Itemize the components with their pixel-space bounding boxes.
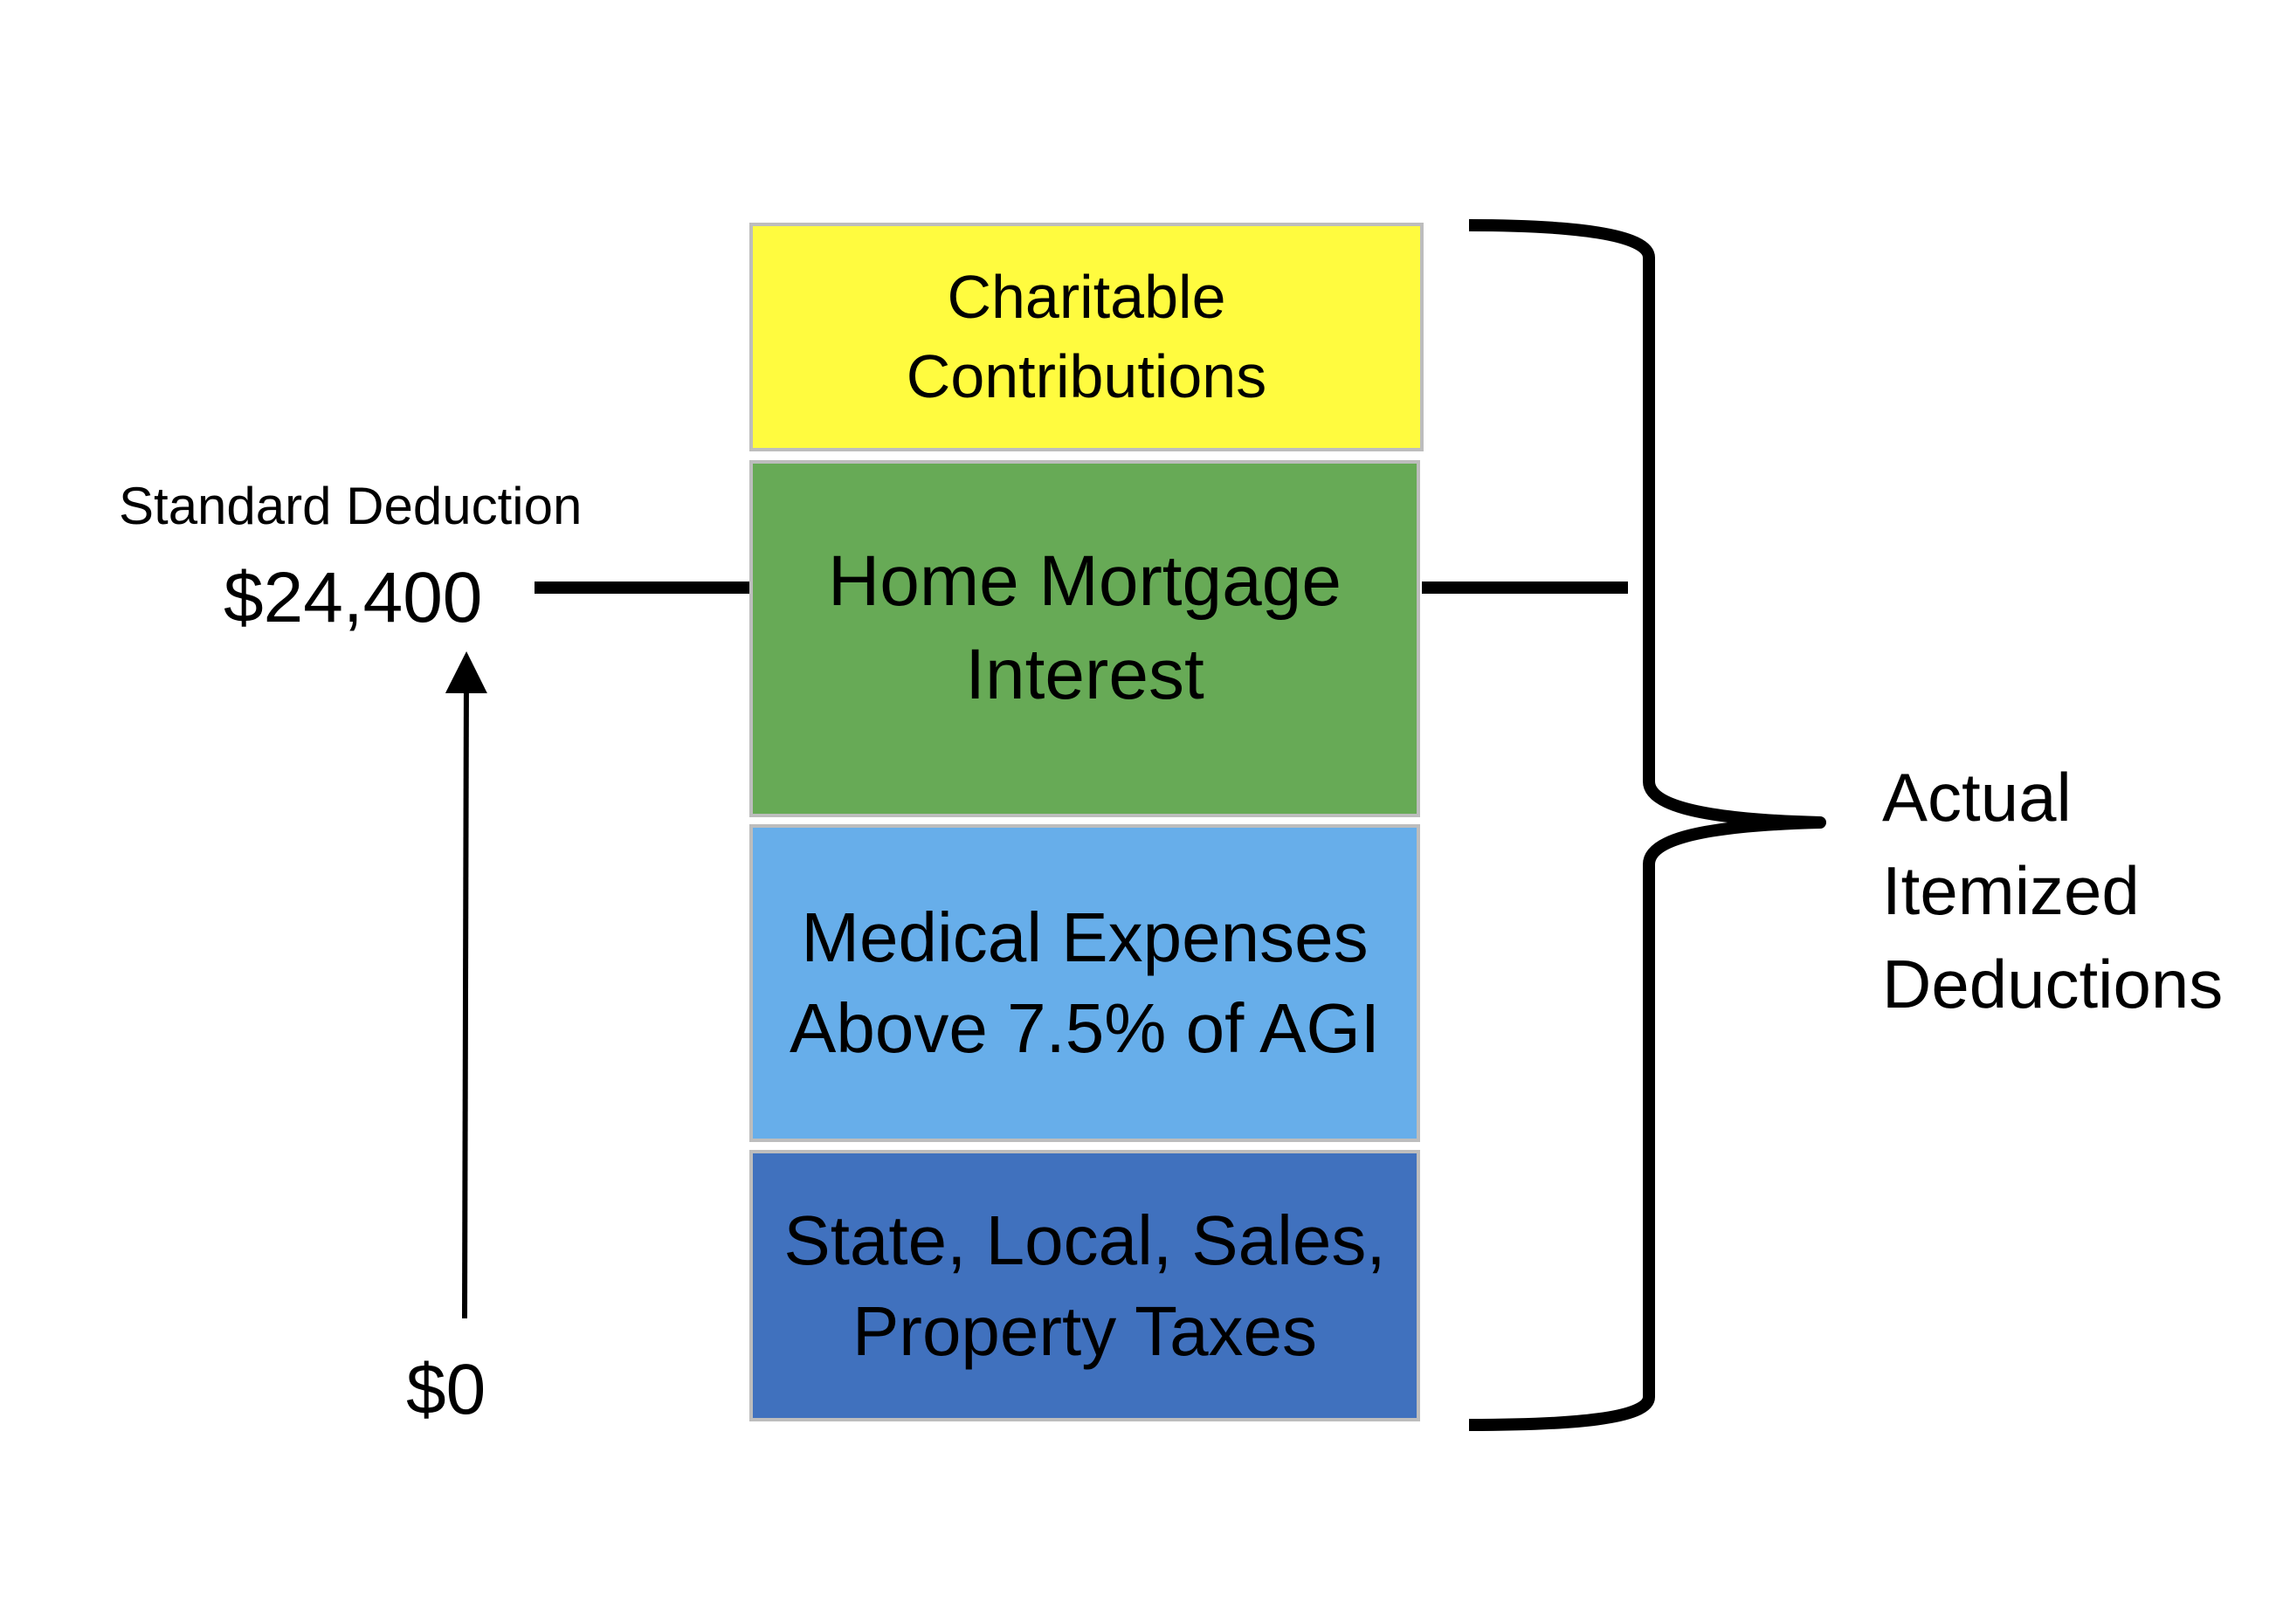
brace-label-line: Actual (1882, 759, 2072, 836)
up-arrow (445, 651, 487, 1319)
block-label-line: Property Taxes (852, 1291, 1318, 1370)
block-label-line: Contributions (906, 342, 1267, 410)
standard-deduction-amount: $24,400 (224, 558, 483, 637)
charitable-contributions-block: Charitable Contributions (749, 223, 1424, 451)
brace-label-line: Deductions (1882, 946, 2224, 1022)
brace-label-line: Itemized (1882, 852, 2140, 929)
home-mortgage-interest-block: Home Mortgage Interest (749, 460, 1420, 817)
block-label-line: Interest (965, 634, 1204, 714)
block-label-line: State, Local, Sales, (783, 1201, 1386, 1279)
block-label-line: Medical Expenses (801, 898, 1369, 976)
block-label-line: Above 7.5% of AGI (790, 989, 1380, 1067)
curly-brace (1468, 219, 1826, 1431)
standard-deduction-label: Standard Deduction (119, 477, 583, 535)
state-local-taxes-block: State, Local, Sales, Property Taxes (749, 1150, 1420, 1421)
block-label-line: Charitable (947, 263, 1226, 331)
zero-label: $0 (406, 1350, 486, 1429)
block-label-line: Home Mortgage (828, 541, 1342, 621)
medical-expenses-block: Medical Expenses Above 7.5% of AGI (749, 824, 1420, 1142)
actual-itemized-deductions-label: Actual Itemized Deductions (1882, 751, 2223, 1031)
